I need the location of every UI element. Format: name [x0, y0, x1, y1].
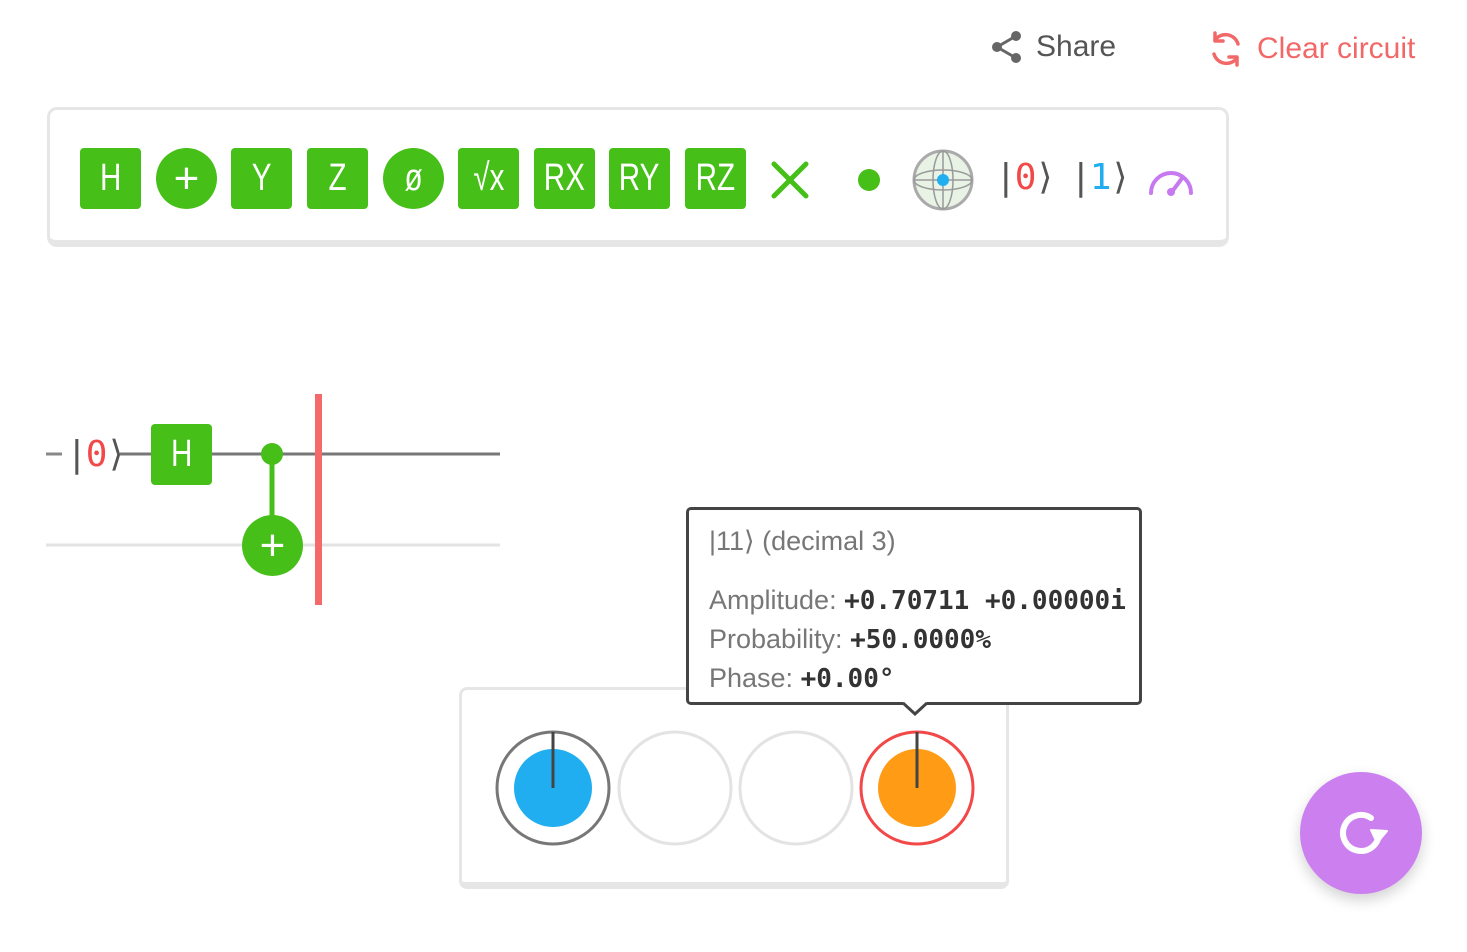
ket-angle: ⟩	[105, 434, 127, 475]
ket0-digit: 0	[1014, 157, 1037, 198]
gate-label: RX	[543, 157, 586, 199]
gate-palette: H + Y Z ø √x RX RY RZ |0⟩ |1⟩	[47, 107, 1229, 247]
tooltip-probability-row: Probability: +50.0000%	[709, 620, 1119, 659]
ry-gate-button[interactable]: RY	[609, 148, 670, 209]
amplitude-01[interactable]	[617, 730, 733, 846]
gate-label: √x	[472, 157, 505, 199]
gate-label: ø	[404, 157, 423, 199]
amplitude-11-dial	[859, 730, 975, 846]
ket1-digit: 1	[1089, 157, 1112, 198]
tooltip-title: |11⟩ (decimal 3)	[709, 526, 896, 556]
tooltip-phase-row: Phase: +0.00°	[709, 659, 1119, 698]
gate-label: Z	[328, 157, 347, 199]
refresh-icon	[1340, 811, 1388, 854]
cnot-target-gate[interactable]: +	[242, 515, 303, 576]
cnot-gate-button[interactable]: +	[156, 148, 217, 209]
tooltip-amplitude-row: Amplitude: +0.70711 +0.00000i	[709, 581, 1126, 620]
control-gate-button[interactable]	[857, 168, 881, 197]
amplitude-00-dial	[495, 730, 611, 846]
probability-value: +50.0000%	[850, 625, 991, 655]
phase-gate-button[interactable]: ø	[383, 148, 444, 209]
clear-circuit-button[interactable]: Clear circuit	[1207, 30, 1415, 68]
amplitude-label: Amplitude:	[709, 585, 837, 615]
qubit0-h-gate[interactable]: H	[151, 424, 212, 485]
y-gate-button[interactable]: Y	[231, 148, 292, 209]
amplitude-value: +0.70711 +0.00000i	[844, 586, 1126, 616]
h-gate-button[interactable]: H	[80, 148, 141, 209]
phase-label: Phase:	[709, 663, 794, 693]
gate-label: +	[173, 153, 200, 203]
amplitude-01-dial	[617, 730, 733, 846]
qubit0-init-digit: 0	[85, 434, 108, 475]
state-vector-panel	[459, 687, 1009, 889]
measure-gate-button[interactable]	[1147, 166, 1195, 201]
bloch-sphere-icon	[912, 149, 974, 211]
run-refresh-button[interactable]	[1300, 772, 1422, 894]
bloch-sphere-button[interactable]	[912, 149, 974, 216]
gate-label: Y	[251, 157, 272, 199]
amplitude-11[interactable]	[859, 730, 975, 846]
circuit-wires	[46, 394, 500, 605]
z-gate-button[interactable]: Z	[307, 148, 368, 209]
gate-label: H	[170, 433, 193, 475]
swap-gate-button[interactable]	[770, 160, 810, 205]
amplitude-10[interactable]	[738, 730, 854, 846]
ket-angle: ⟩	[1034, 157, 1056, 198]
rx-gate-button[interactable]: RX	[534, 148, 595, 209]
tooltip-arrow	[903, 702, 927, 716]
clear-refresh-icon	[1212, 31, 1240, 67]
circuit-canvas: |0⟩ H +	[0, 390, 520, 610]
share-button[interactable]: Share	[990, 30, 1116, 64]
gate-label: +	[259, 520, 286, 570]
ket-bar: |	[66, 434, 88, 475]
gate-label: RZ	[695, 157, 736, 199]
ket-angle: ⟩	[1109, 157, 1131, 198]
ket-bar: |	[995, 157, 1017, 198]
share-label: Share	[1036, 30, 1117, 63]
qubit0-init-ket[interactable]: |0⟩	[66, 434, 127, 475]
ket0-init-button[interactable]: |0⟩	[995, 157, 1056, 198]
rz-gate-button[interactable]: RZ	[685, 148, 746, 209]
measure-gauge-icon	[1149, 171, 1193, 196]
cnot-control-dot[interactable]	[261, 443, 283, 465]
ket-bar: |	[1070, 157, 1092, 198]
share-icon	[992, 31, 1021, 63]
simulation-barrier[interactable]	[315, 394, 322, 605]
probability-label: Probability:	[709, 624, 843, 654]
sqrt-x-gate-button[interactable]: √x	[458, 148, 519, 209]
gate-label: RY	[619, 157, 660, 199]
gate-label: H	[99, 157, 122, 199]
ket1-init-button[interactable]: |1⟩	[1070, 157, 1131, 198]
phase-value: +0.00°	[800, 664, 895, 694]
clear-circuit-label: Clear circuit	[1257, 32, 1416, 65]
amplitude-00[interactable]	[495, 730, 611, 846]
amplitude-10-dial	[738, 730, 854, 846]
control-dot-icon	[858, 169, 880, 191]
swap-x-icon	[771, 161, 809, 199]
amplitude-tooltip: |11⟩ (decimal 3) Amplitude: +0.70711 +0.…	[686, 507, 1142, 705]
